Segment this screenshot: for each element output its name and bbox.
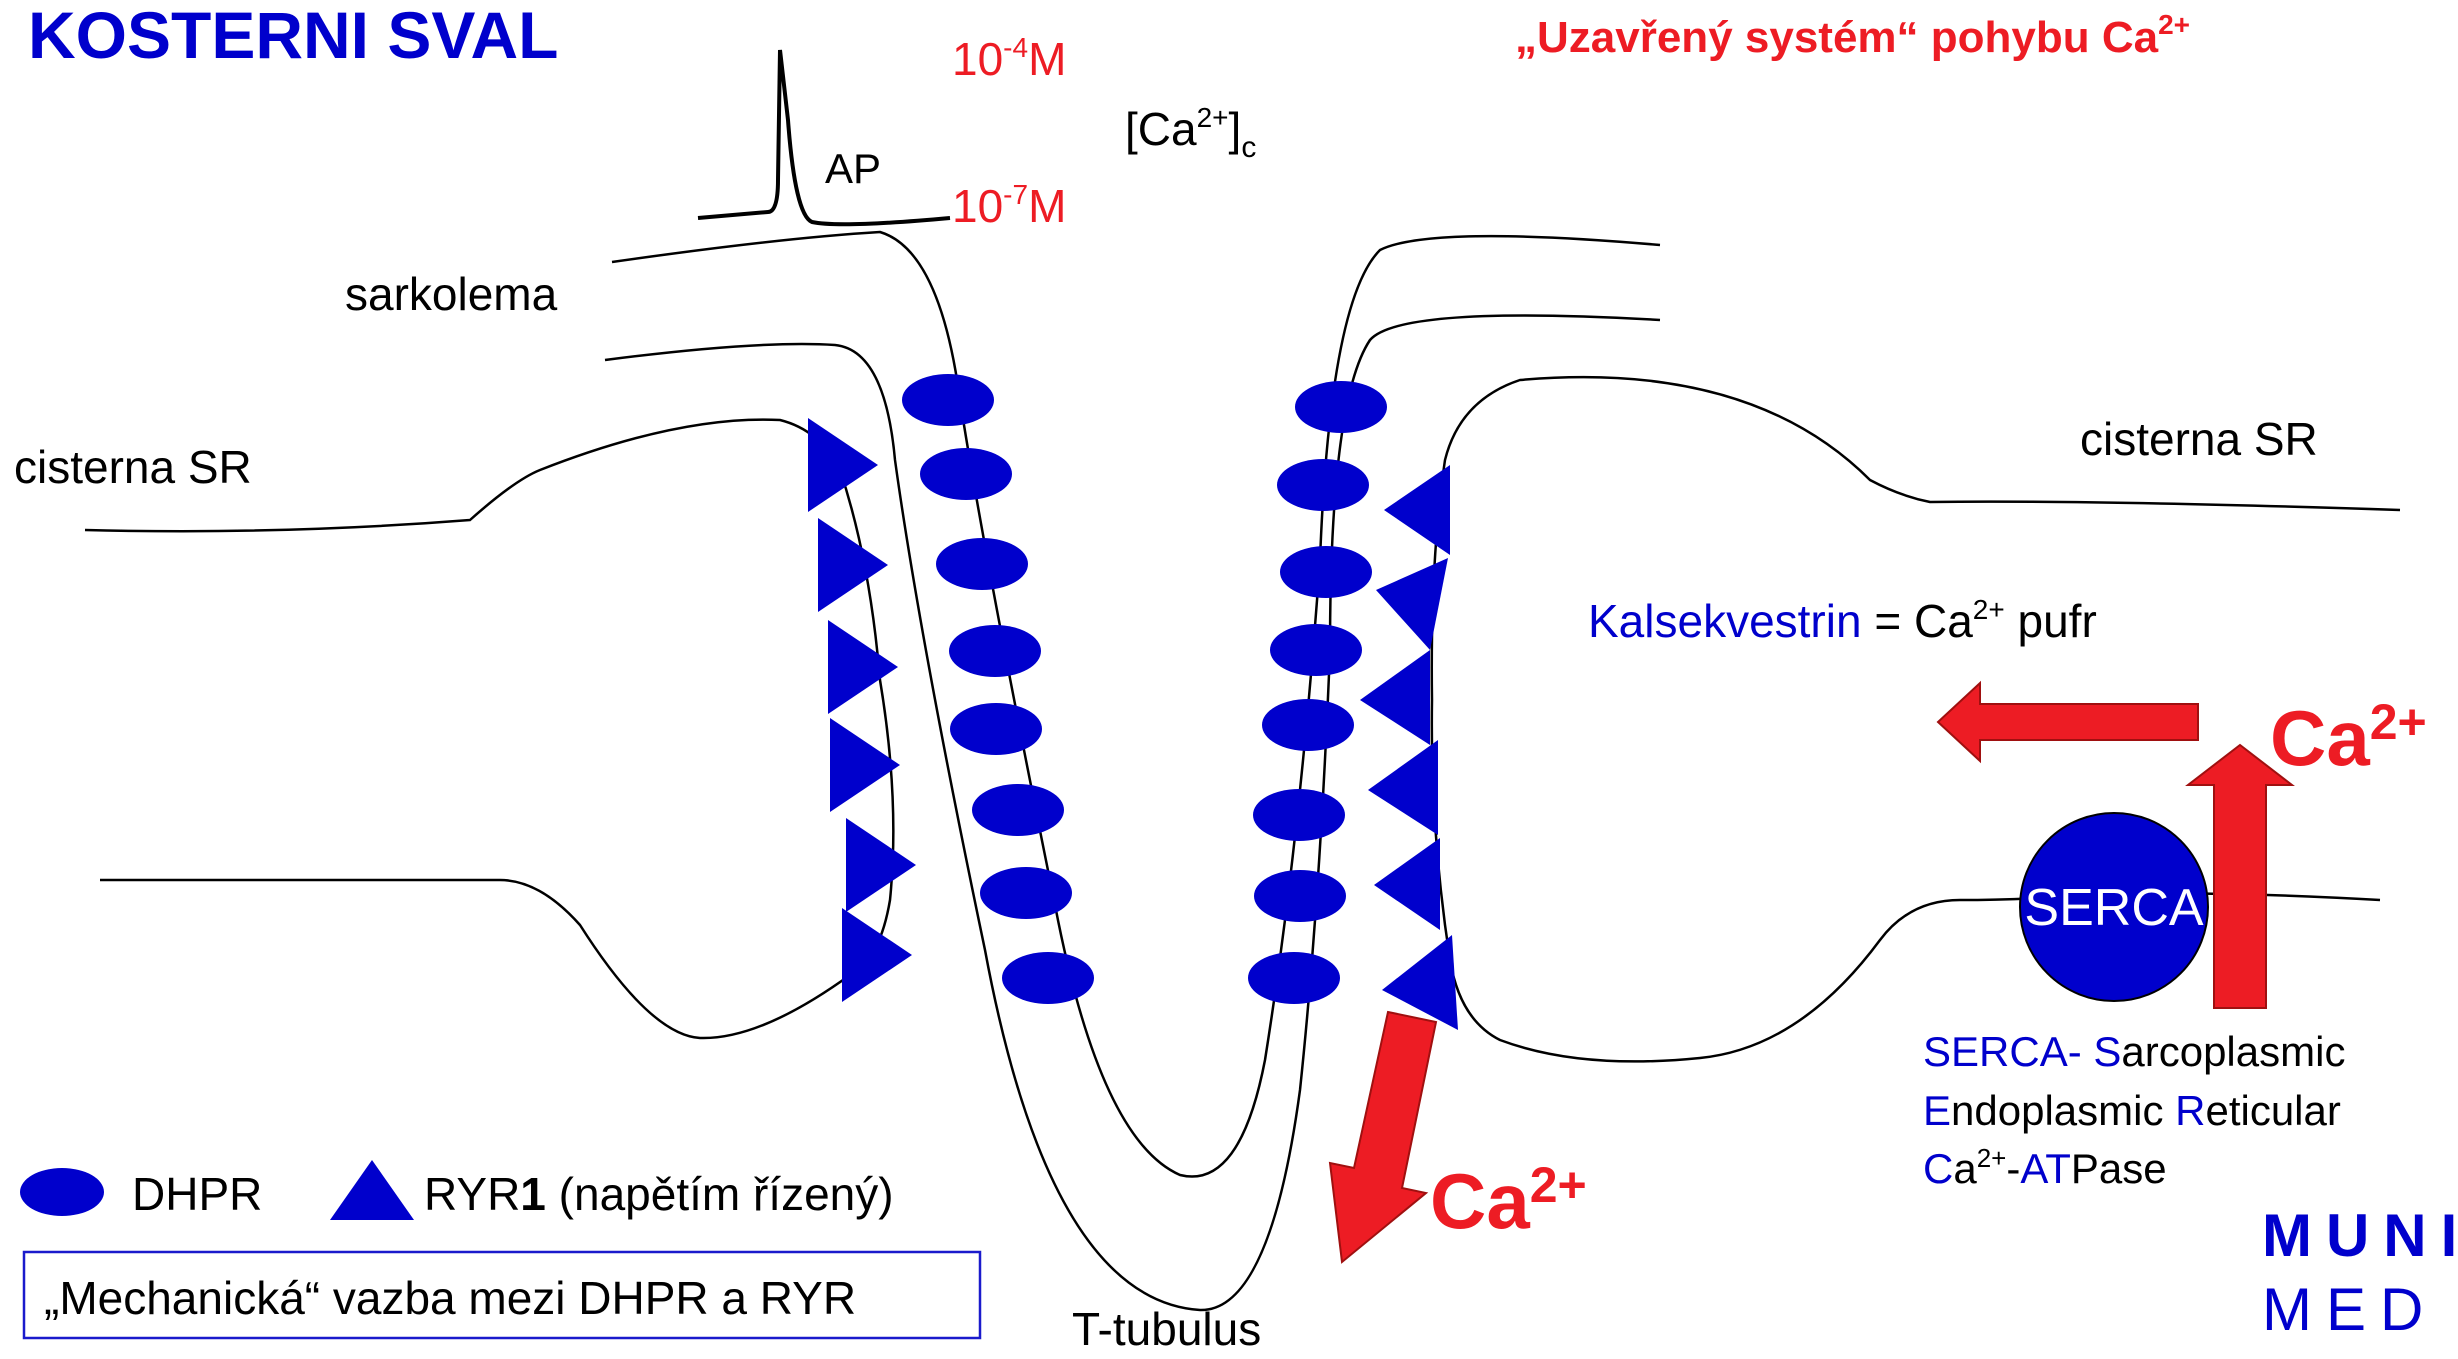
dhpr-receptor <box>902 374 994 426</box>
ryr-receptor <box>1382 935 1458 1030</box>
ryr-receptor <box>818 518 888 612</box>
logo-muni: MUNI <box>2262 1202 2458 1269</box>
serca-uptake-up-arrow <box>2185 743 2295 1009</box>
ryr-receptor <box>828 620 898 714</box>
legend-ryr-icon <box>330 1160 414 1220</box>
legend-note-box <box>22 1250 982 1340</box>
t-tubulus-label: T-tubulus <box>1072 1303 1261 1354</box>
ryr-receptor <box>1360 650 1430 745</box>
legend-note-text: „Mechanická“ vazba mezi DHPR a RYR <box>44 1272 856 1324</box>
dhpr-receptor <box>936 538 1028 590</box>
cisterna-left-label: cisterna SR <box>14 441 252 493</box>
dhpr-receptor <box>949 625 1041 677</box>
concentration-low: 10-7M <box>952 179 1066 232</box>
legend-dhpr-icon <box>20 1168 104 1216</box>
dhpr-receptor <box>972 784 1064 836</box>
ryr-receptor <box>842 908 912 1002</box>
dhpr-receptor <box>1270 624 1362 676</box>
ryr-receptor <box>830 718 900 812</box>
ryr-left-group <box>808 418 916 1002</box>
serca-pump-label: SERCA <box>2024 879 2203 937</box>
concentration-high: 10-4M <box>952 32 1066 85</box>
dhpr-receptor <box>950 703 1042 755</box>
dhpr-receptor <box>980 867 1072 919</box>
dhpr-receptor <box>1254 870 1346 922</box>
subtitle: „Uzavřený systém“ pohybu Ca2+ <box>1515 9 2190 62</box>
serca-line-2: Endoplasmic Reticular <box>1923 1087 2341 1134</box>
serca-uptake-left-arrow <box>1936 680 2199 764</box>
cisterna-right-label: cisterna SR <box>2080 413 2318 465</box>
ryr-receptor <box>1376 558 1448 650</box>
cytosolic-calcium-label: [Ca2+]c <box>1125 102 1256 164</box>
sarkolema-label: sarkolema <box>345 268 558 320</box>
cisterna-left-outline <box>84 418 895 1040</box>
ryr-receptor <box>1384 465 1450 555</box>
calcium-uptake-label: Ca2+ <box>2270 694 2427 782</box>
dhpr-receptor <box>1253 789 1345 841</box>
action-potential-trace <box>697 49 951 227</box>
serca-line-1: SERCA- Sarcoplasmic <box>1923 1028 2345 1075</box>
ryr-receptor <box>846 818 916 912</box>
dhpr-receptor <box>1002 952 1094 1004</box>
dhpr-left-group <box>902 374 1094 1004</box>
calcium-release-arrow <box>1328 1010 1438 1264</box>
ryr-receptor <box>1374 838 1440 930</box>
dhpr-right-group <box>1248 381 1387 1004</box>
dhpr-receptor <box>920 448 1012 500</box>
ryr-receptor <box>1368 740 1438 835</box>
dhpr-receptor <box>1280 546 1372 598</box>
diagram-title: KOSTERNI SVAL <box>28 0 558 72</box>
legend-ryr-label: RYR1 (napětím řízený) <box>424 1168 894 1220</box>
sarcolemma-outer <box>611 230 1661 1178</box>
legend-dhpr-label: DHPR <box>132 1168 262 1220</box>
dhpr-receptor <box>1277 459 1369 511</box>
dhpr-receptor <box>1262 699 1354 751</box>
dhpr-receptor <box>1248 952 1340 1004</box>
dhpr-receptor <box>1295 381 1387 433</box>
kalsekvestrin-label: Kalsekvestrin = Ca2+ pufr <box>1588 594 2097 647</box>
ap-label: AP <box>825 145 881 192</box>
ryr-receptor <box>808 418 878 512</box>
ryr-right-group <box>1360 465 1458 1030</box>
calcium-release-label: Ca2+ <box>1430 1157 1587 1245</box>
logo-med: MED <box>2262 1276 2437 1343</box>
serca-line-3: Ca2+-ATPase <box>1923 1143 2167 1192</box>
serca-pump <box>2019 812 2209 1002</box>
